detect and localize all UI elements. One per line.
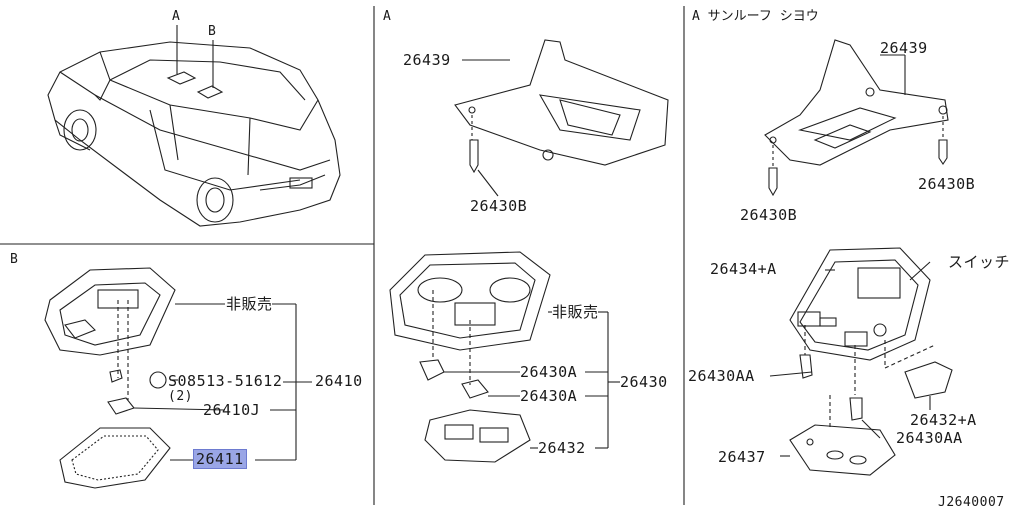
part-26439-right[interactable]: 26439 [880, 39, 928, 57]
part-26430b-right-right[interactable]: 26430B [918, 175, 976, 193]
part-26430aa-right[interactable]: 26430AA [896, 429, 963, 447]
highlight-box: 26411 [193, 449, 247, 469]
label-switch: スイッチ [948, 253, 1011, 271]
part-26432[interactable]: 26432 [538, 439, 586, 457]
part-26434a[interactable]: 26434+A [710, 260, 777, 278]
section-label-a-sunroof: A サンルーフ シヨウ [692, 9, 819, 24]
part-26410j[interactable]: 26410J [203, 401, 261, 419]
label-nonsale-a: 非販売 [552, 303, 599, 321]
part-26432a[interactable]: 26432+A [910, 411, 977, 429]
part-26430[interactable]: 26430 [620, 373, 668, 391]
diagram-code: J2640007 [938, 495, 1005, 510]
part-26437[interactable]: 26437 [718, 448, 766, 466]
label-nonsale-b: 非販売 [226, 295, 273, 313]
panel-b-illustration [44, 267, 312, 489]
label-screw-qty: (2) [168, 389, 193, 404]
section-label-b: B [10, 252, 18, 267]
car-illustration [47, 25, 341, 227]
part-26430a-2[interactable]: 26430A [520, 387, 578, 405]
section-label-a-middle: A [383, 9, 391, 24]
part-26439-middle[interactable]: 26439 [403, 51, 451, 69]
part-26430a-1[interactable]: 26430A [520, 363, 578, 381]
part-26410[interactable]: 26410 [315, 372, 363, 390]
car-marker-b: B [208, 24, 216, 39]
part-26430b-right-left[interactable]: 26430B [740, 206, 798, 224]
panel-a-middle-illustration [389, 39, 669, 463]
part-26430b-middle[interactable]: 26430B [470, 197, 528, 215]
label-screw-part: S08513-51612 [168, 372, 283, 390]
car-marker-a: A [172, 9, 180, 24]
panel-a-right-illustration [764, 39, 953, 476]
part-26430aa-left[interactable]: 26430AA [688, 367, 755, 385]
part-26411-highlighted[interactable]: 26411 [193, 449, 247, 469]
